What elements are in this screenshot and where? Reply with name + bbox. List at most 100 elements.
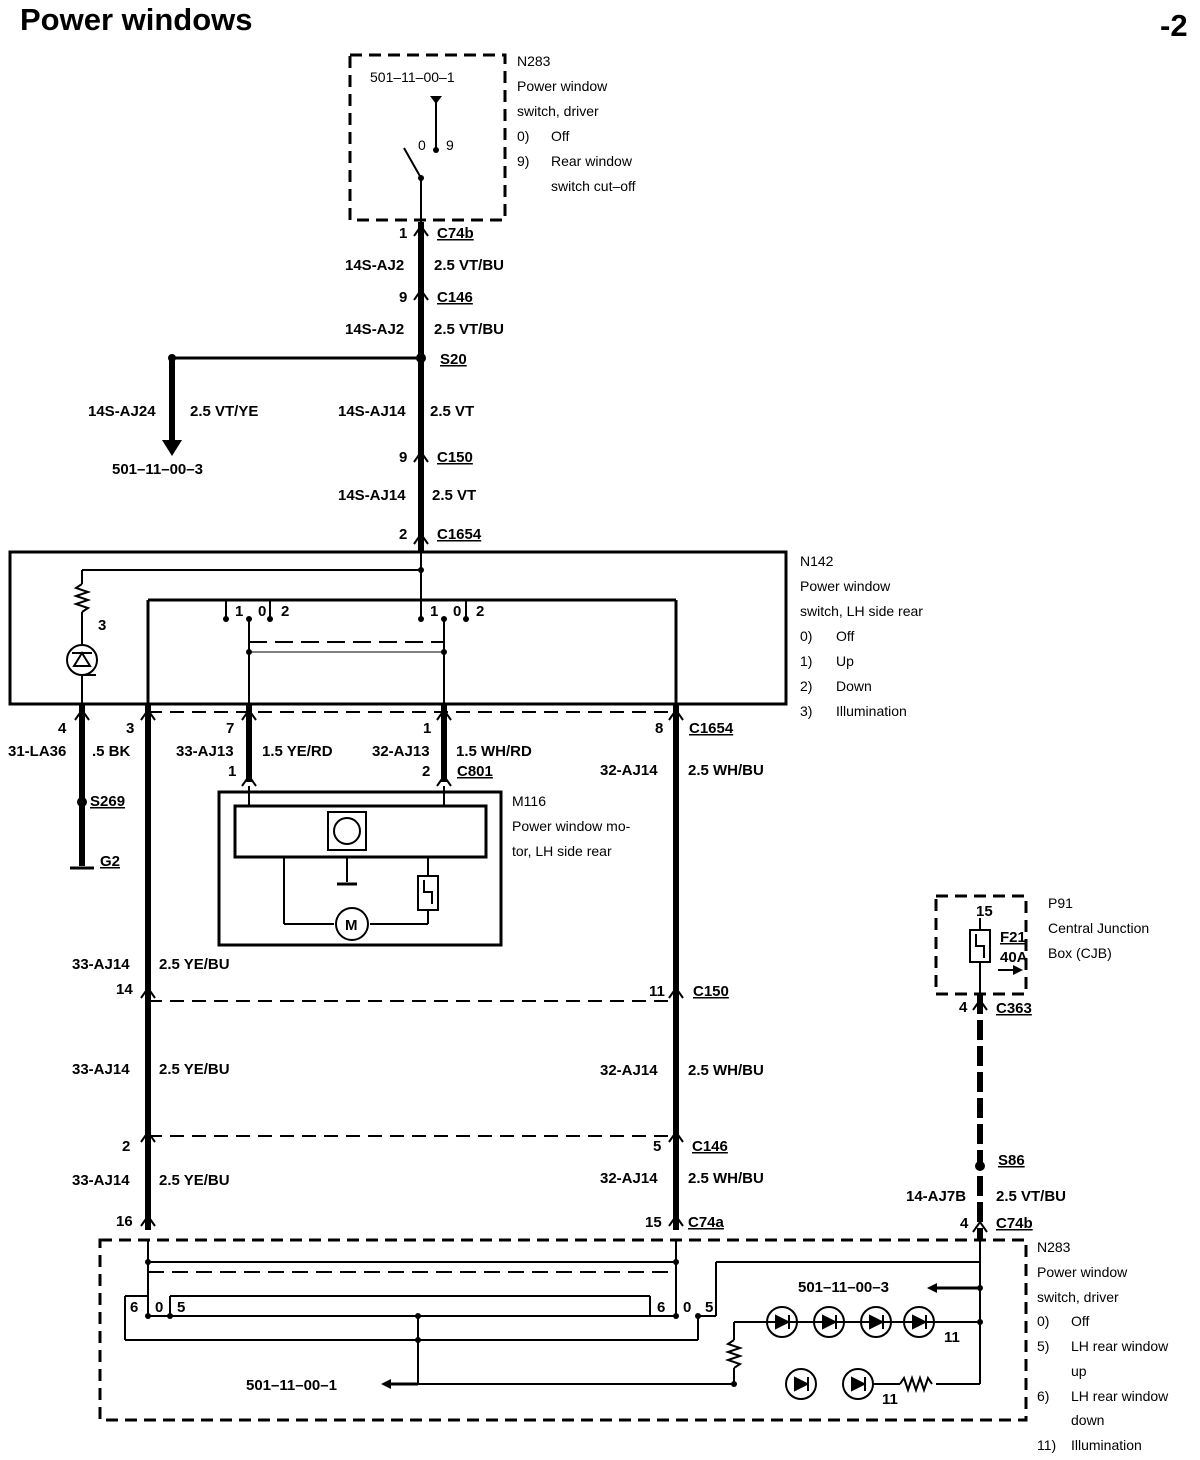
s20-name: S20 bbox=[440, 351, 467, 368]
n283-top-val9a: Rear window bbox=[551, 153, 633, 169]
w7-code: 33-AJ13 bbox=[176, 743, 234, 760]
n283-bottom-key0: 0) bbox=[1037, 1313, 1049, 1329]
n283-bottom-val5a: LH rear window bbox=[1071, 1338, 1169, 1354]
w15-spec: 2.5 VT/BU bbox=[996, 1188, 1066, 1205]
w9-spec: 2.5 WH/BU bbox=[688, 762, 764, 779]
p91-line1: Central Junction bbox=[1048, 920, 1149, 936]
n283-bottom-val6b: down bbox=[1071, 1412, 1104, 1428]
n283-top-switch: 501–11–00–1 0 9 bbox=[348, 53, 507, 222]
c74b-top-pin: 1 bbox=[399, 225, 407, 242]
w13-spec: 2.5 YE/BU bbox=[159, 1172, 230, 1189]
c74a-name: C74a bbox=[688, 1214, 725, 1231]
n142-key0: 0) bbox=[800, 628, 812, 644]
n142-line2: switch, LH side rear bbox=[800, 603, 923, 619]
w5-code: 14S-AJ14 bbox=[338, 487, 406, 504]
w12-code: 32-AJ14 bbox=[600, 1062, 658, 1079]
w12-spec: 2.5 WH/BU bbox=[688, 1062, 764, 1079]
n142-switch: 3 1 0 2 1 0 2 bbox=[8, 550, 788, 706]
n283-top-id: N283 bbox=[517, 53, 551, 69]
w2-spec: 2.5 VT/BU bbox=[434, 321, 504, 338]
n283-top-line2: switch, driver bbox=[517, 103, 599, 119]
c146-mid-name: C146 bbox=[692, 1138, 728, 1155]
c150-mid-name: C150 bbox=[693, 983, 729, 1000]
w11-spec: 2.5 YE/BU bbox=[159, 1061, 230, 1078]
n283-bottom-left-sw-0: 0 bbox=[155, 1299, 163, 1316]
n142-key3: 3) bbox=[800, 703, 812, 719]
w10-spec: 2.5 YE/BU bbox=[159, 956, 230, 973]
n283-bottom-val0: Off bbox=[1071, 1313, 1090, 1329]
c1654-bottom-name: C1654 bbox=[689, 720, 734, 737]
n283-bottom-switch: 6 0 5 6 0 5 bbox=[98, 1238, 1028, 1422]
p91-cjb: 15 F21 40A bbox=[934, 894, 1028, 996]
p91-rating: 40A bbox=[1000, 949, 1028, 966]
c363-pin: 4 bbox=[959, 999, 968, 1016]
motor-feed-wires bbox=[241, 704, 452, 806]
n283-top-pos-off: 0 bbox=[418, 137, 426, 153]
w6-spec: .5 BK bbox=[92, 743, 131, 760]
page-title: Power windows bbox=[20, 2, 253, 37]
n283-bottom-key6: 6) bbox=[1037, 1388, 1049, 1404]
c74b-bottom-name: C74b bbox=[996, 1215, 1033, 1232]
w2-code: 14S-AJ2 bbox=[345, 321, 404, 338]
n142-line1: Power window bbox=[800, 578, 891, 594]
c74a-pin-16: 16 bbox=[116, 1213, 133, 1230]
c1654-pin-4: 4 bbox=[58, 720, 67, 737]
w3-code: 14S-AJ24 bbox=[88, 403, 156, 420]
n283-bottom-right-sw-0: 0 bbox=[683, 1299, 691, 1316]
feed-wire-top bbox=[413, 178, 429, 552]
n283-bottom-right-sw-6: 6 bbox=[657, 1299, 665, 1316]
n283-bottom-left-sw-5: 5 bbox=[177, 1299, 185, 1316]
c146-top-name: C146 bbox=[437, 289, 473, 306]
n142-sw1-pos1: 1 bbox=[235, 603, 243, 620]
c801-name: C801 bbox=[457, 763, 493, 780]
c150-top-pin: 9 bbox=[399, 449, 407, 466]
m116-line1: Power window mo- bbox=[512, 818, 631, 834]
c146-mid-pin-2: 2 bbox=[122, 1138, 130, 1155]
c801-pin-1: 1 bbox=[228, 763, 236, 780]
n283-top-key9: 9) bbox=[517, 153, 529, 169]
w14-spec: 2.5 WH/BU bbox=[688, 1170, 764, 1187]
n142-val0: Off bbox=[836, 628, 855, 644]
g2-name: G2 bbox=[100, 853, 120, 870]
c150-mid-pin-14: 14 bbox=[116, 981, 133, 998]
n142-sw2-pos2: 2 bbox=[476, 603, 484, 620]
n283-top-key0: 0) bbox=[517, 128, 529, 144]
s20-branch-wire bbox=[162, 354, 421, 456]
c1654-top-name: C1654 bbox=[437, 526, 482, 543]
n142-val2: Down bbox=[836, 678, 872, 694]
m116-motor: M bbox=[217, 790, 503, 947]
n142-key2: 2) bbox=[800, 678, 812, 694]
c801-pin-2: 2 bbox=[422, 763, 430, 780]
n283-bottom-illum-a: 11 bbox=[944, 1329, 960, 1346]
p91-pin: 15 bbox=[976, 903, 993, 920]
n283-bottom-id: N283 bbox=[1037, 1239, 1071, 1255]
m116-id: M116 bbox=[512, 793, 546, 809]
p91-line2: Box (CJB) bbox=[1048, 945, 1112, 961]
s86-name: S86 bbox=[998, 1152, 1025, 1169]
n283-top-val9b: switch cut–off bbox=[551, 178, 636, 194]
n283-bottom-val6a: LH rear window bbox=[1071, 1388, 1169, 1404]
c1654-pin-3: 3 bbox=[126, 720, 134, 737]
w1-code: 14S-AJ2 bbox=[345, 257, 404, 274]
n283-bottom-left-sw-6: 6 bbox=[130, 1299, 138, 1316]
n283-bottom-key11: 11) bbox=[1037, 1437, 1056, 1453]
n142-lamp-label: 3 bbox=[98, 617, 106, 634]
n283-bottom-line1: Power window bbox=[1037, 1264, 1128, 1280]
w3-ref: 501–11–00–3 bbox=[112, 461, 203, 478]
w8-spec: 1.5 WH/RD bbox=[456, 743, 532, 760]
w3-spec: 2.5 VT/YE bbox=[190, 403, 258, 420]
w11-code: 33-AJ14 bbox=[72, 1061, 130, 1078]
m116-motor-symbol: M bbox=[345, 917, 358, 934]
n142-sw1-pos2: 2 bbox=[281, 603, 289, 620]
n283-bottom-label: N283 Power window switch, driver 0) Off … bbox=[1037, 1239, 1169, 1453]
n142-sw1-pos0: 0 bbox=[258, 603, 266, 620]
n142-label: N142 Power window switch, LH side rear 0… bbox=[800, 553, 923, 719]
n283-bottom-ref-a: 501–11–00–3 bbox=[798, 1279, 889, 1296]
w7-spec: 1.5 YE/RD bbox=[262, 743, 333, 760]
w14-code: 32-AJ14 bbox=[600, 1170, 658, 1187]
n283-bottom-key5: 5) bbox=[1037, 1338, 1049, 1354]
w15-code: 14-AJ7B bbox=[906, 1188, 966, 1205]
w9-code: 32-AJ14 bbox=[600, 762, 658, 779]
n283-bottom-line2: switch, driver bbox=[1037, 1289, 1119, 1305]
